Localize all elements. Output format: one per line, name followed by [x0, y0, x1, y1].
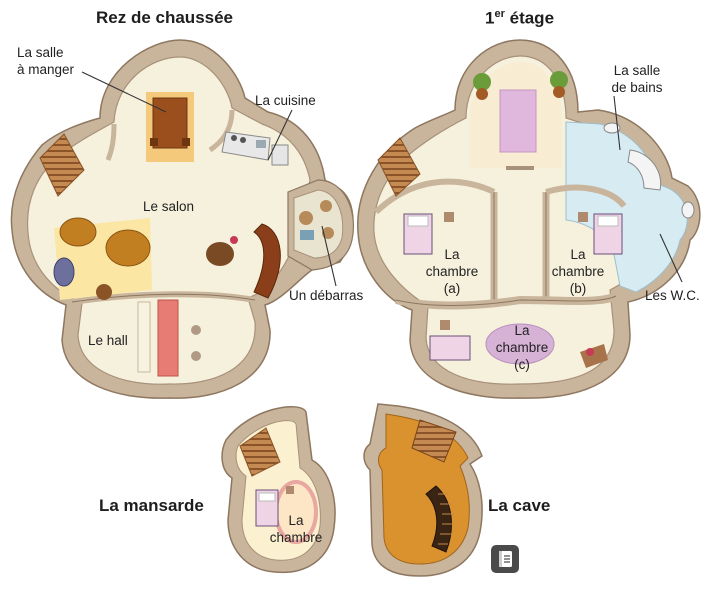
cellar-wine-rack: [425, 485, 452, 553]
label-attic-bedroom-line1: La: [288, 513, 304, 528]
label-bedroom-a-line3: (a): [443, 281, 461, 296]
label-attic-bedroom-line2: chambre: [269, 530, 323, 545]
label-dining-room-line2: à manger: [17, 62, 75, 77]
label-bathroom-line2: de bains: [611, 80, 663, 95]
label-bedroom-c-line3: (c): [514, 357, 530, 372]
first-floor-number: 1: [485, 8, 495, 28]
label-dining-room-line1: La salle: [17, 45, 64, 60]
hall-rug: [157, 299, 179, 377]
label-bedroom-c: La chambre (c): [486, 322, 558, 373]
ground-floor-heading: Rez de chaussée: [96, 8, 234, 27]
label-bedroom-b-line3: (b): [569, 281, 587, 296]
label-bathroom: La salle de bains: [601, 62, 673, 96]
label-living-room: Le salon: [143, 199, 195, 214]
label-kitchen: La cuisine: [255, 93, 316, 108]
ground-floor-plan: [10, 39, 354, 399]
label-dining-room: La salle à manger: [17, 44, 74, 78]
ground-floor-stairs: [39, 133, 85, 197]
label-bedroom-a-line2: chambre: [425, 264, 479, 279]
dining-table: [152, 97, 188, 149]
label-bathroom-line1: La salle: [613, 63, 661, 78]
cellar-stairs: [411, 419, 457, 463]
hall-bench: [137, 301, 151, 373]
pantry-floor: [293, 189, 344, 259]
label-bedroom-b-line1: La: [570, 247, 586, 262]
label-attic-bedroom: La chambre: [258, 512, 334, 546]
first-floor-plan: [357, 39, 701, 399]
attic-stairs: [239, 427, 281, 477]
first-floor-word: étage: [509, 8, 555, 28]
bed-c: [429, 335, 471, 361]
attic-heading: La mansarde: [99, 496, 204, 515]
label-wc: Les W.C.: [645, 288, 700, 303]
living-curved-sofa: [253, 223, 281, 299]
attic-plan: [221, 405, 336, 574]
bedroom-c-rug: [485, 323, 555, 365]
first-floor-suffix: er: [494, 8, 505, 20]
label-bedroom-c-line1: La: [514, 323, 530, 338]
label-bedroom-b-line2: chambre: [551, 264, 605, 279]
label-bedroom-c-line2: chambre: [495, 340, 549, 355]
label-bedroom-a: La chambre (a): [416, 246, 488, 297]
first-floor-stairs: [377, 137, 421, 197]
label-pantry: Un débarras: [289, 288, 364, 303]
top-purple-rug: [499, 89, 537, 153]
audio-notebook-icon[interactable]: [491, 545, 519, 573]
label-bedroom-a-line1: La: [444, 247, 460, 262]
label-pointer-lines: [81, 71, 683, 287]
label-bedroom-b: La chambre (b): [542, 246, 614, 297]
first-floor-heading: 1er étage: [485, 8, 554, 29]
label-hall: Le hall: [88, 333, 128, 348]
cellar-plan: [363, 403, 483, 577]
cellar-heading: La cave: [488, 496, 551, 515]
